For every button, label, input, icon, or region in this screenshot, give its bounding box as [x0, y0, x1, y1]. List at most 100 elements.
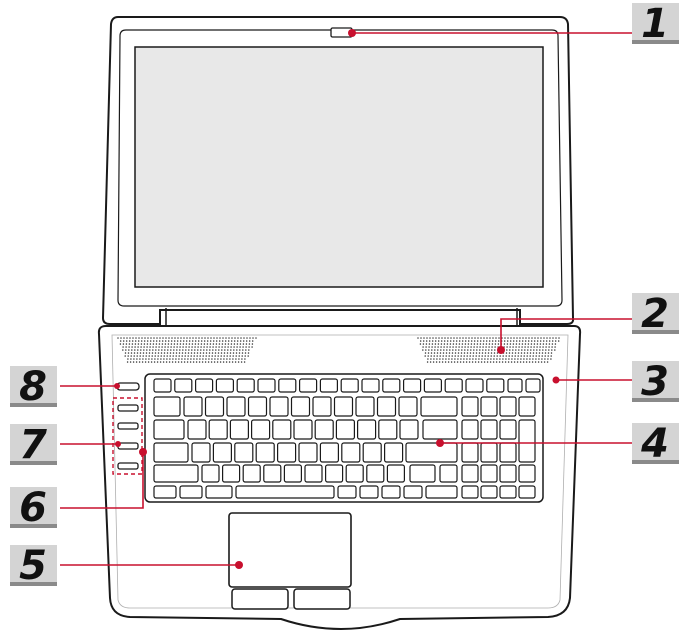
key-35 — [518, 396, 536, 417]
key-1008 — [425, 485, 458, 499]
callout-number-1: 1 — [641, 1, 669, 47]
key-40 — [251, 419, 271, 440]
key-4 — [236, 378, 255, 393]
callout-number-7: 7 — [19, 422, 47, 468]
key-78 — [386, 464, 405, 483]
key-9 — [340, 378, 359, 393]
leader-dot-4 — [436, 439, 444, 447]
key-51 — [499, 419, 517, 440]
leader-6 — [60, 452, 144, 509]
touchpad-right-button — [293, 588, 351, 610]
key-1003 — [235, 485, 335, 499]
quick-button-4 — [117, 462, 139, 470]
touchpad-left-button — [231, 588, 289, 610]
key-76 — [345, 464, 364, 483]
key-27 — [333, 396, 354, 417]
key-1001 — [179, 485, 203, 499]
leader-dots — [114, 29, 560, 569]
key-50 — [480, 419, 498, 440]
key-36 — [153, 419, 185, 440]
key-3 — [215, 378, 234, 393]
key-68 — [153, 464, 199, 483]
key-79 — [409, 464, 436, 483]
leader-dot-3 — [552, 376, 560, 384]
callout-7: 7 — [10, 422, 57, 468]
key-71 — [242, 464, 261, 483]
quick-launch-buttons — [117, 404, 139, 470]
key-81 — [461, 464, 479, 483]
key-6 — [278, 378, 297, 393]
key-13 — [423, 378, 442, 393]
key-42 — [293, 419, 313, 440]
key-43 — [314, 419, 334, 440]
key-25 — [290, 396, 311, 417]
base-inner-edge — [111, 334, 569, 609]
key-12 — [403, 378, 422, 393]
key-44 — [335, 419, 355, 440]
key-1002 — [205, 485, 233, 499]
key-46 — [378, 419, 398, 440]
key-84 — [518, 464, 536, 483]
key-82 — [480, 464, 498, 483]
speaker-grille-right — [417, 337, 560, 363]
key-0 — [153, 378, 172, 393]
callout-4: 4 — [632, 421, 679, 467]
key-41 — [272, 419, 292, 440]
leader-dot-1 — [348, 29, 356, 37]
key-59 — [298, 442, 318, 463]
key-37 — [187, 419, 207, 440]
key-14 — [444, 378, 463, 393]
key-1009 — [461, 485, 479, 499]
key-66 — [480, 442, 498, 463]
leader-dot-2 — [497, 346, 505, 354]
key-55 — [212, 442, 232, 463]
callout-number-6: 6 — [19, 485, 47, 531]
callout-6: 6 — [10, 485, 57, 531]
key-22 — [226, 396, 246, 417]
quick-buttons-dashed-box — [112, 397, 143, 475]
leader-2 — [500, 318, 632, 350]
callout-number-2: 2 — [641, 291, 669, 337]
key-83 — [499, 464, 517, 483]
key-38 — [208, 419, 228, 440]
key-31 — [420, 396, 458, 417]
key-45 — [357, 419, 377, 440]
key-1010 — [480, 485, 498, 499]
key-70 — [222, 464, 241, 483]
key-57 — [255, 442, 275, 463]
key-18 — [525, 378, 541, 393]
key-53 — [153, 442, 189, 463]
key-80 — [439, 464, 458, 483]
key-24 — [269, 396, 289, 417]
key-54 — [191, 442, 211, 463]
key-63 — [384, 442, 404, 463]
callout-5: 5 — [10, 543, 57, 589]
key-72 — [263, 464, 282, 483]
key-1000 — [153, 485, 177, 499]
speaker-grille-left — [117, 337, 257, 363]
callout-number-8: 8 — [19, 364, 47, 410]
key-28 — [355, 396, 375, 417]
key-30 — [398, 396, 418, 417]
key-34 — [499, 396, 517, 417]
leader-dot-7 — [115, 441, 121, 447]
key-1005 — [359, 485, 379, 499]
callout-number-5: 5 — [19, 543, 47, 589]
callout-2: 2 — [632, 291, 679, 337]
key-1006 — [381, 485, 401, 499]
key-52 — [518, 419, 536, 463]
keyboard — [153, 378, 541, 499]
key-39 — [229, 419, 249, 440]
leader-dot-5 — [235, 561, 243, 569]
touchpad — [228, 512, 352, 588]
leader-dot-6 — [139, 448, 147, 456]
key-2 — [195, 378, 214, 393]
key-19 — [153, 396, 181, 417]
callout-3: 3 — [632, 359, 679, 405]
key-60 — [319, 442, 339, 463]
laptop-base — [97, 325, 582, 631]
leader-lines — [60, 32, 632, 566]
key-73 — [283, 464, 302, 483]
key-61 — [341, 442, 361, 463]
